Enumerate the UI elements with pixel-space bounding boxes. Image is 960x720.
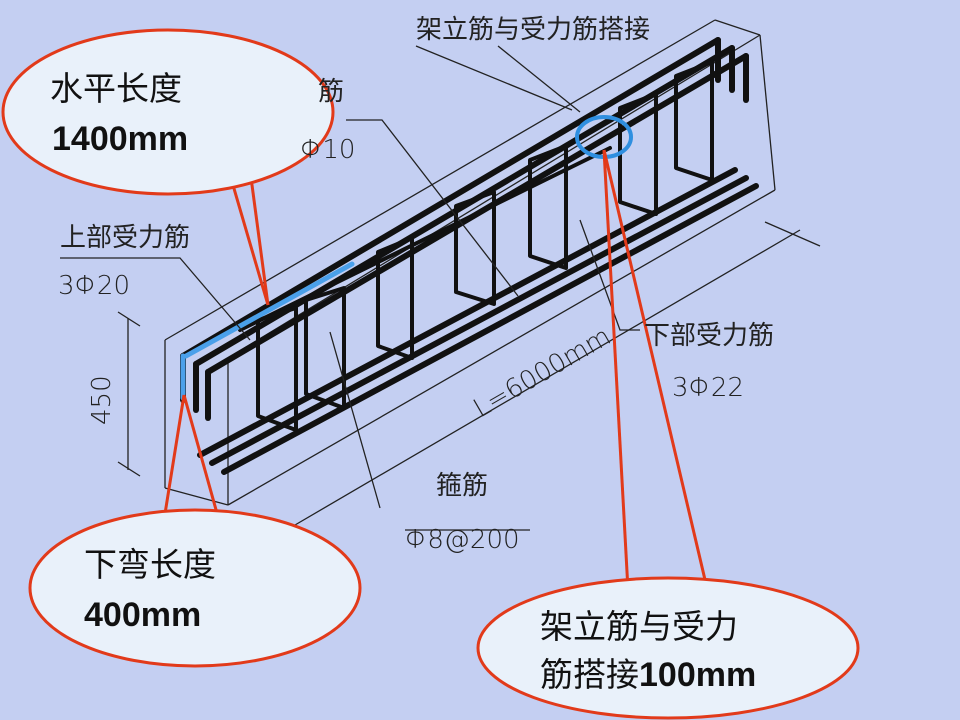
label-height: 450 xyxy=(87,375,117,425)
label-top-bar-spec: 3Φ20 xyxy=(58,271,130,301)
label-erect-bar-spec-partial: Φ10 xyxy=(300,135,355,165)
callout-lap-line2-text: 筋搭接 xyxy=(540,655,639,694)
beam-outline xyxy=(117,19,821,526)
label-top-lap: 架立筋与受力筋搭接 xyxy=(416,15,650,45)
label-bottom-bar-spec: 3Φ22 xyxy=(672,373,744,403)
callout-bend-line1: 下弯长度 xyxy=(84,545,216,584)
rebar-cage xyxy=(180,37,759,475)
callout-leaders xyxy=(162,149,708,591)
label-length: L=6000mm xyxy=(469,322,617,425)
label-leaders xyxy=(60,45,640,531)
callout-lap-line1: 架立筋与受力 xyxy=(540,607,738,646)
callout-horizontal-length: 水平长度 1400mm xyxy=(1,28,335,196)
stirrups xyxy=(256,60,714,432)
label-stirrup-spec: Φ8@200 xyxy=(405,525,520,555)
callout-horizontal-line2: 1400mm xyxy=(52,120,188,158)
callout-lap-line2-value: 100mm xyxy=(639,656,756,694)
label-top-bar: 上部受力筋 xyxy=(60,223,190,253)
label-erect-bar-partial: 筋 xyxy=(318,77,344,107)
label-stirrup: 箍筋 xyxy=(436,471,488,501)
callout-lap-line2: 筋搭接100mm xyxy=(540,655,756,694)
callout-lap-length: 架立筋与受力 筋搭接100mm xyxy=(476,576,860,720)
callout-bend-length: 下弯长度 400mm xyxy=(28,508,362,668)
callout-horizontal-line1: 水平长度 xyxy=(50,69,182,108)
callout-bend-line2: 400mm xyxy=(84,596,201,634)
horizontal-length-highlight xyxy=(183,261,355,359)
label-bottom-bar: 下部受力筋 xyxy=(644,321,774,351)
